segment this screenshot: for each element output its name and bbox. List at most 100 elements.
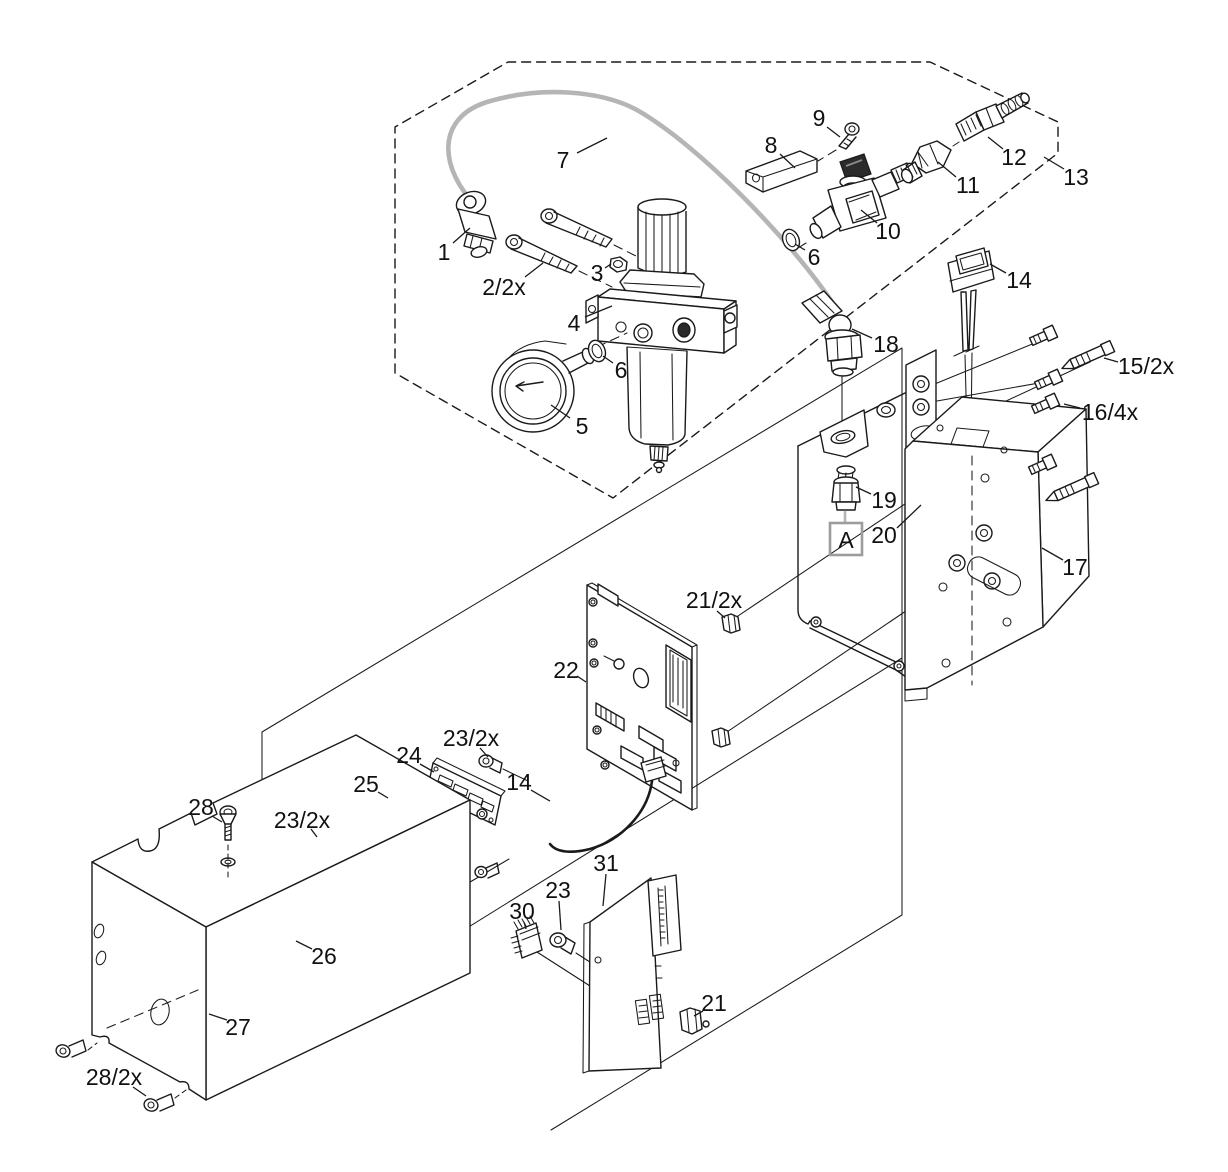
leader-line bbox=[558, 900, 562, 931]
part-number-label: 12 bbox=[1001, 144, 1027, 170]
part-number-label: 4 bbox=[568, 310, 581, 336]
leader-line bbox=[1063, 403, 1081, 409]
part-number-label: 13 bbox=[1063, 164, 1089, 190]
circuit-board-22 bbox=[586, 582, 698, 811]
elbow-fitting-18 bbox=[801, 290, 863, 422]
leader-line bbox=[576, 137, 608, 154]
callout-11-4: 11 bbox=[937, 161, 980, 198]
callout-21-2x-22: 21/2x bbox=[686, 587, 743, 619]
leader-line bbox=[794, 243, 806, 251]
callout-7-0: 7 bbox=[557, 137, 608, 173]
leader-line bbox=[295, 940, 313, 950]
callout-3-10: 3 bbox=[591, 260, 612, 286]
part-number-label: 16/4x bbox=[1082, 399, 1139, 425]
part-number-label: 3 bbox=[591, 260, 604, 286]
leader-line bbox=[602, 873, 607, 907]
leader-line bbox=[604, 263, 612, 269]
leader-line bbox=[860, 209, 878, 224]
callout-12-3: 12 bbox=[987, 136, 1027, 170]
standoffs-21-2x bbox=[711, 613, 741, 748]
part-number-label: 23/2x bbox=[443, 725, 500, 751]
part-number-label: 2/2x bbox=[482, 274, 526, 300]
callout-14-12: 14 bbox=[989, 263, 1032, 293]
callout-10-6: 10 bbox=[860, 209, 901, 244]
callout-28-28: 28 bbox=[188, 794, 223, 823]
callout-30-32: 30 bbox=[509, 898, 535, 930]
screws-28-2x bbox=[55, 1039, 187, 1112]
leader-line bbox=[452, 227, 471, 244]
rods-15 bbox=[1045, 339, 1116, 502]
leader-line bbox=[937, 161, 957, 178]
o-ring-6b bbox=[781, 228, 801, 252]
o-ring-6a bbox=[587, 339, 607, 363]
leader-line bbox=[693, 1010, 704, 1017]
leader-line bbox=[1103, 357, 1119, 363]
callout-23-31: 23 bbox=[545, 877, 571, 931]
callout-1-7: 1 bbox=[438, 227, 471, 265]
screws-2 bbox=[505, 208, 647, 288]
callout-19-18: 19 bbox=[855, 486, 897, 513]
barb-fitting-12 bbox=[955, 92, 1030, 142]
part-number-label: 9 bbox=[813, 105, 826, 131]
part-number-label: 27 bbox=[225, 1014, 251, 1040]
leader-line bbox=[602, 355, 614, 364]
callout-14-27: 14 bbox=[506, 769, 551, 802]
module-13-dashed-outline bbox=[394, 61, 1059, 499]
part-number-label: 20 bbox=[871, 522, 897, 548]
part-number-label: 23 bbox=[545, 877, 571, 903]
part-number-label: 7 bbox=[557, 147, 570, 173]
leader-line bbox=[989, 263, 1007, 274]
callout-4-11: 4 bbox=[568, 305, 613, 336]
part-number-label: 14 bbox=[1006, 267, 1032, 293]
callout-23-2x-24: 23/2x bbox=[443, 725, 500, 758]
callout-6-14: 6 bbox=[602, 355, 628, 383]
leader-line bbox=[310, 828, 318, 838]
part-number-label: 25 bbox=[353, 771, 379, 797]
circuit-board-31 bbox=[582, 874, 682, 1074]
callout-28-2x-36: 28/2x bbox=[86, 1064, 147, 1097]
callout-31-30: 31 bbox=[593, 850, 619, 907]
part-number-label: 6 bbox=[615, 357, 628, 383]
callout-22-23: 22 bbox=[553, 657, 587, 683]
part-number-label: 21 bbox=[701, 990, 727, 1016]
cable-14 bbox=[548, 756, 667, 854]
leader-line bbox=[851, 328, 873, 339]
leader-line bbox=[530, 789, 551, 802]
callout-2-2x-9: 2/2x bbox=[482, 262, 544, 300]
part-number-label: 10 bbox=[875, 218, 901, 244]
part-number-label: 30 bbox=[509, 898, 535, 924]
part-number-label: 31 bbox=[593, 850, 619, 876]
bracket-8 bbox=[745, 150, 818, 193]
leader-line bbox=[479, 747, 489, 758]
leader-line bbox=[779, 153, 796, 169]
part-number-label: 24 bbox=[396, 742, 422, 768]
part-number-label: 1 bbox=[438, 239, 451, 265]
callout-24-25: 24 bbox=[396, 742, 435, 773]
part-number-label: 6 bbox=[808, 244, 821, 270]
callout-25-26: 25 bbox=[353, 771, 389, 799]
callout-17-21: 17 bbox=[1041, 547, 1088, 580]
leader-line bbox=[1043, 156, 1065, 170]
screw-28 bbox=[219, 805, 237, 879]
part-number-label: 18 bbox=[873, 331, 899, 357]
part-number-label: 5 bbox=[576, 413, 589, 439]
leader-line bbox=[419, 763, 435, 773]
part-number-label: 23/2x bbox=[274, 807, 331, 833]
callout-23-2x-29: 23/2x bbox=[274, 807, 331, 838]
part-number-label: 8 bbox=[765, 132, 778, 158]
callout-20-19: 20 bbox=[871, 504, 922, 548]
part-number-label: 21/2x bbox=[686, 587, 743, 613]
screw-9 bbox=[817, 122, 860, 162]
callout-6-8: 6 bbox=[794, 243, 821, 270]
air-tube-7 bbox=[446, 89, 835, 305]
callout-18-13: 18 bbox=[851, 328, 899, 357]
leader-line bbox=[1041, 547, 1064, 561]
callout-5-15: 5 bbox=[550, 404, 589, 439]
leader-line bbox=[896, 504, 922, 529]
part-number-label: 28/2x bbox=[86, 1064, 143, 1090]
callout-21-35: 21 bbox=[693, 990, 727, 1017]
callout-26-33: 26 bbox=[295, 940, 337, 969]
